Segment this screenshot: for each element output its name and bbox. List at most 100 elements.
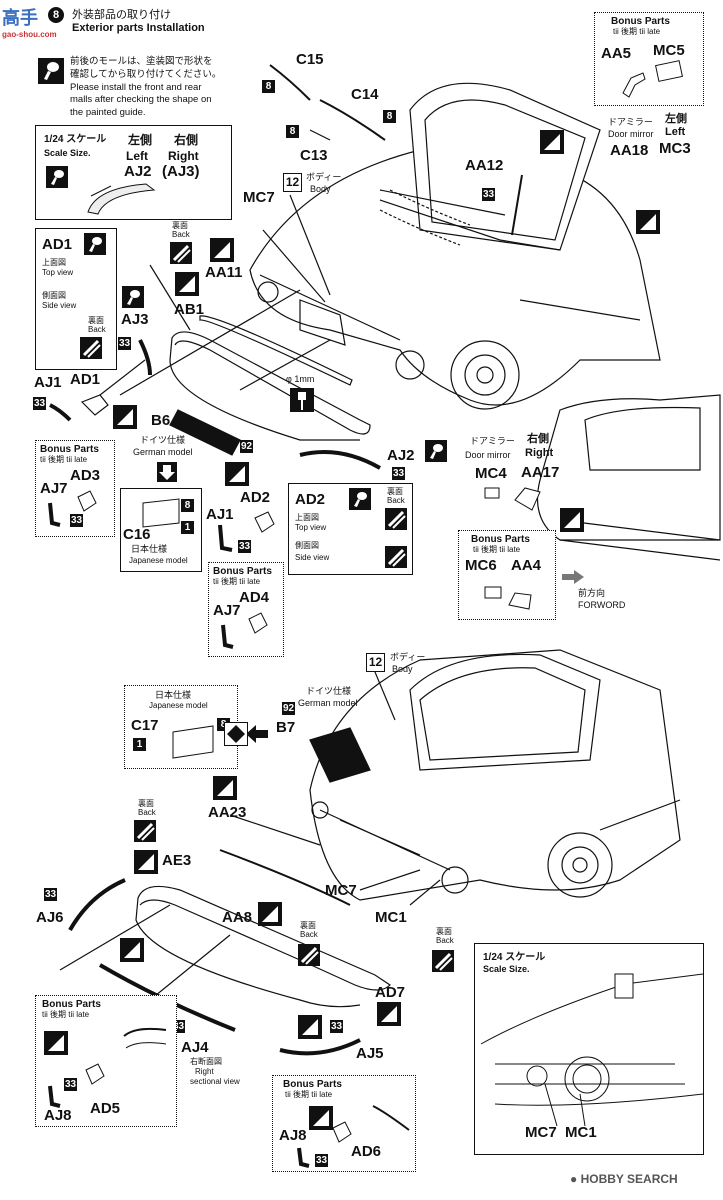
top-view-en: Top view	[42, 268, 74, 277]
back-en: Back	[138, 808, 156, 817]
part-aa11: AA11	[205, 264, 243, 281]
ad5-drawing	[48, 1027, 167, 1108]
parts-num-33: 33	[33, 397, 46, 410]
parts-num-92: 92	[282, 702, 295, 715]
ad4-drawing	[221, 612, 268, 649]
bonus-title: Bonus Parts	[213, 566, 272, 577]
part-mc7: MC7	[243, 189, 275, 206]
part-c16: C16	[123, 526, 151, 543]
back-en: Back	[172, 230, 190, 239]
mirror-left-side-jp: 左側	[665, 113, 687, 125]
part-aj4: AJ4	[181, 1039, 209, 1056]
part-mc1-rear: MC1	[375, 909, 407, 926]
parts-num-8: 8	[181, 499, 194, 512]
japanese-en: Japanese model	[129, 556, 188, 565]
bonus-sub: tii 後期 tii late	[285, 1090, 333, 1099]
parts-num-33: 33	[238, 540, 251, 553]
footer-logo: ● HOBBY SEARCH	[570, 1172, 678, 1186]
paint-icon	[84, 233, 106, 255]
parts-num-33: 33	[392, 467, 405, 480]
part-ad2: AD2	[295, 491, 326, 508]
glue-icon	[540, 130, 564, 154]
bonus-sub: tii 後期 tii late	[613, 27, 661, 36]
back-en: Back	[88, 325, 106, 334]
top-view-en: Top view	[295, 523, 327, 532]
front-car-drawing	[49, 64, 721, 561]
glue-icon	[213, 776, 237, 800]
watermark-logo: 高手 gao-shou.com	[2, 4, 57, 39]
part-ad7: AD7	[375, 984, 406, 1001]
parts-num-33: 33	[315, 1154, 328, 1167]
part-mc1: MC1	[565, 1124, 597, 1141]
parts-num-92: 92	[240, 440, 253, 453]
color-icon	[385, 508, 407, 530]
rear-body-number: 12	[366, 653, 385, 672]
left-en: Left	[126, 149, 148, 163]
part-ab1: AB1	[174, 301, 205, 318]
part-mc7: MC7	[525, 1124, 557, 1141]
bonus-title: Bonus Parts	[471, 534, 530, 545]
mirror-left-side-en: Left	[665, 126, 686, 138]
back-jp: 裏面	[300, 921, 316, 930]
parts-num-8: 8	[262, 80, 275, 93]
ad6-drawing	[297, 1105, 410, 1168]
section-en-2: sectional view	[190, 1077, 240, 1086]
part-aj2: AJ2	[387, 447, 415, 464]
japanese-jp: 日本仕様	[131, 544, 168, 554]
glue-icon	[113, 405, 137, 429]
part-b7: B7	[276, 719, 296, 736]
part-aa8: AA8	[222, 909, 253, 926]
aj2-scale-drawing	[87, 183, 156, 215]
back-en: Back	[436, 936, 454, 945]
glue-icon	[560, 508, 584, 532]
color-icon	[432, 950, 454, 972]
back-jp: 裏面	[172, 221, 188, 230]
color-icon	[298, 944, 320, 966]
german-en: German model	[133, 447, 193, 457]
body-number: 12	[283, 173, 302, 192]
side-view-jp: 側面図	[295, 541, 319, 550]
part-c13: C13	[300, 147, 328, 164]
parts-num-8: 8	[286, 125, 299, 138]
color-icon	[134, 820, 156, 842]
glue-icon	[210, 238, 234, 262]
mirror-right-en: Door mirror	[465, 450, 511, 460]
side-view-jp: 側面図	[42, 291, 66, 300]
german-en: German model	[298, 698, 358, 708]
note-en-1: Please install the front and rear	[70, 81, 202, 93]
parts-num-33: 33	[44, 888, 57, 901]
mirror-left-en: Door mirror	[608, 129, 654, 139]
page-title-jp: 外装部品の取り付け	[72, 9, 171, 21]
japanese-en: Japanese model	[149, 701, 208, 710]
paint-icon	[46, 166, 68, 188]
glue-icon	[309, 1106, 333, 1130]
part-aj1-b: AJ1	[206, 506, 234, 523]
bonus-title: Bonus Parts	[611, 16, 670, 27]
part-ad1-b: AD1	[70, 371, 101, 388]
part-mc3: MC3	[659, 140, 691, 157]
part-ad1: AD1	[42, 236, 73, 253]
back-jp: 裏面	[138, 799, 154, 808]
paint-icon	[122, 286, 144, 308]
bonus-title: Bonus Parts	[42, 999, 101, 1010]
parts-num-33: 33	[330, 1020, 343, 1033]
footer-logo-text: HOBBY SEARCH	[580, 1172, 678, 1186]
parts-num-33: 33	[482, 188, 495, 201]
part-aa18: AA18	[610, 142, 649, 159]
body-jp: ボディー	[306, 172, 342, 182]
left-jp: 左側	[128, 133, 153, 147]
part-mc6: MC6	[465, 557, 497, 574]
plate-drawing	[142, 498, 180, 528]
mirror-right-side-jp: 右側	[527, 433, 549, 445]
scale-jp: 1/24 スケール	[483, 952, 546, 963]
japanese-plate-box: C16 8 1 日本仕様 Japanese model	[120, 488, 202, 572]
bonus-sub: tii 後期 tii late	[42, 1010, 90, 1019]
part-ad6: AD6	[351, 1143, 382, 1160]
scale-en: Scale Size.	[44, 148, 91, 158]
bonus-sub: tii 後期 tii late	[473, 545, 521, 554]
part-ad4: AD4	[239, 589, 270, 606]
forward-jp: 前方向	[578, 588, 606, 598]
part-aj8: AJ8	[279, 1127, 307, 1144]
parts-num-33: 33	[64, 1078, 77, 1091]
ad2-detail-box: AD2 上面図 Top view 側面図 Side view 裏面 Back	[288, 483, 413, 575]
